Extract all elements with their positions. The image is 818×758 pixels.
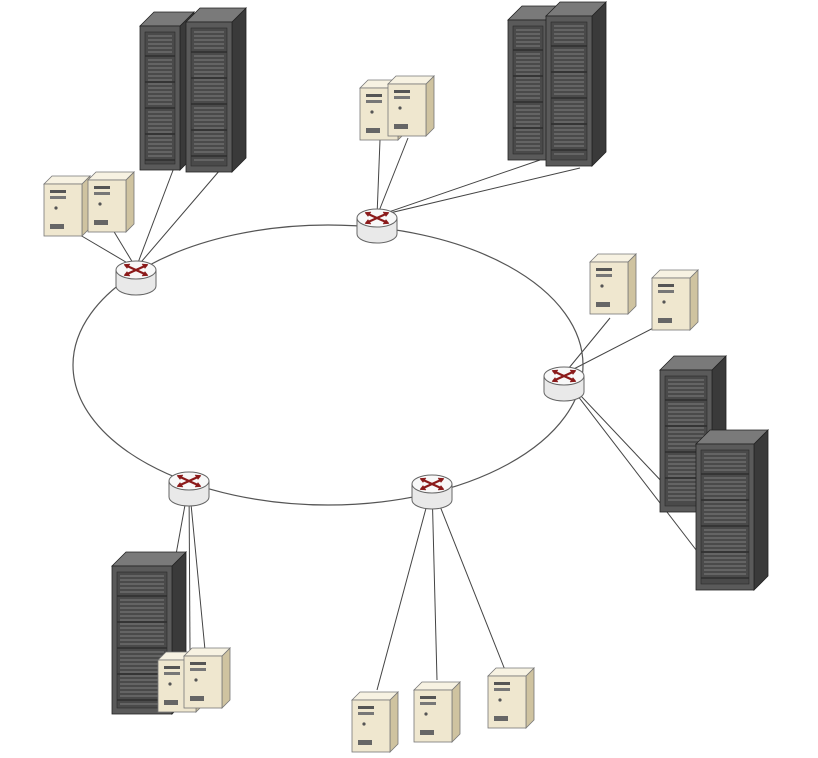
link-r1-rack-b [135,169,221,269]
link-r2-rack-a [376,159,541,217]
ring-network [72,224,584,506]
router-icon [168,471,210,507]
tower-server-icon [87,171,135,233]
tower-server-icon [351,691,399,753]
router-icon [411,474,453,510]
router-icon [543,366,585,402]
link-r2-tower-b [376,137,409,217]
link-r3-rack-b [563,377,701,556]
tower-server-icon [387,75,435,137]
link-r3-tower-a [563,317,611,375]
tower-server-icon [487,667,535,729]
rack-server-icon [185,7,247,173]
devices-layer [43,1,769,753]
routers-layer [115,208,585,510]
link-r2-rack-b [376,167,581,217]
router-icon [356,208,398,244]
router-icon [115,260,157,296]
link-r4-tower-c [431,485,506,671]
tower-server-icon [183,647,231,709]
link-r3-tower-b [563,321,666,375]
rack-server-icon [695,429,769,591]
link-r2-tower-a [376,139,381,217]
link-r1-rack-a [135,164,176,269]
link-r4-tower-a [376,485,433,691]
tower-server-icon [651,269,699,331]
link-r5-tower-a [188,482,191,651]
link-r5-tower-b [188,482,206,651]
tower-server-icon [589,253,637,315]
link-r4-tower-b [431,485,438,681]
rack-server-icon [545,1,607,167]
tower-server-icon [413,681,461,743]
tower-server-icon [43,175,91,237]
